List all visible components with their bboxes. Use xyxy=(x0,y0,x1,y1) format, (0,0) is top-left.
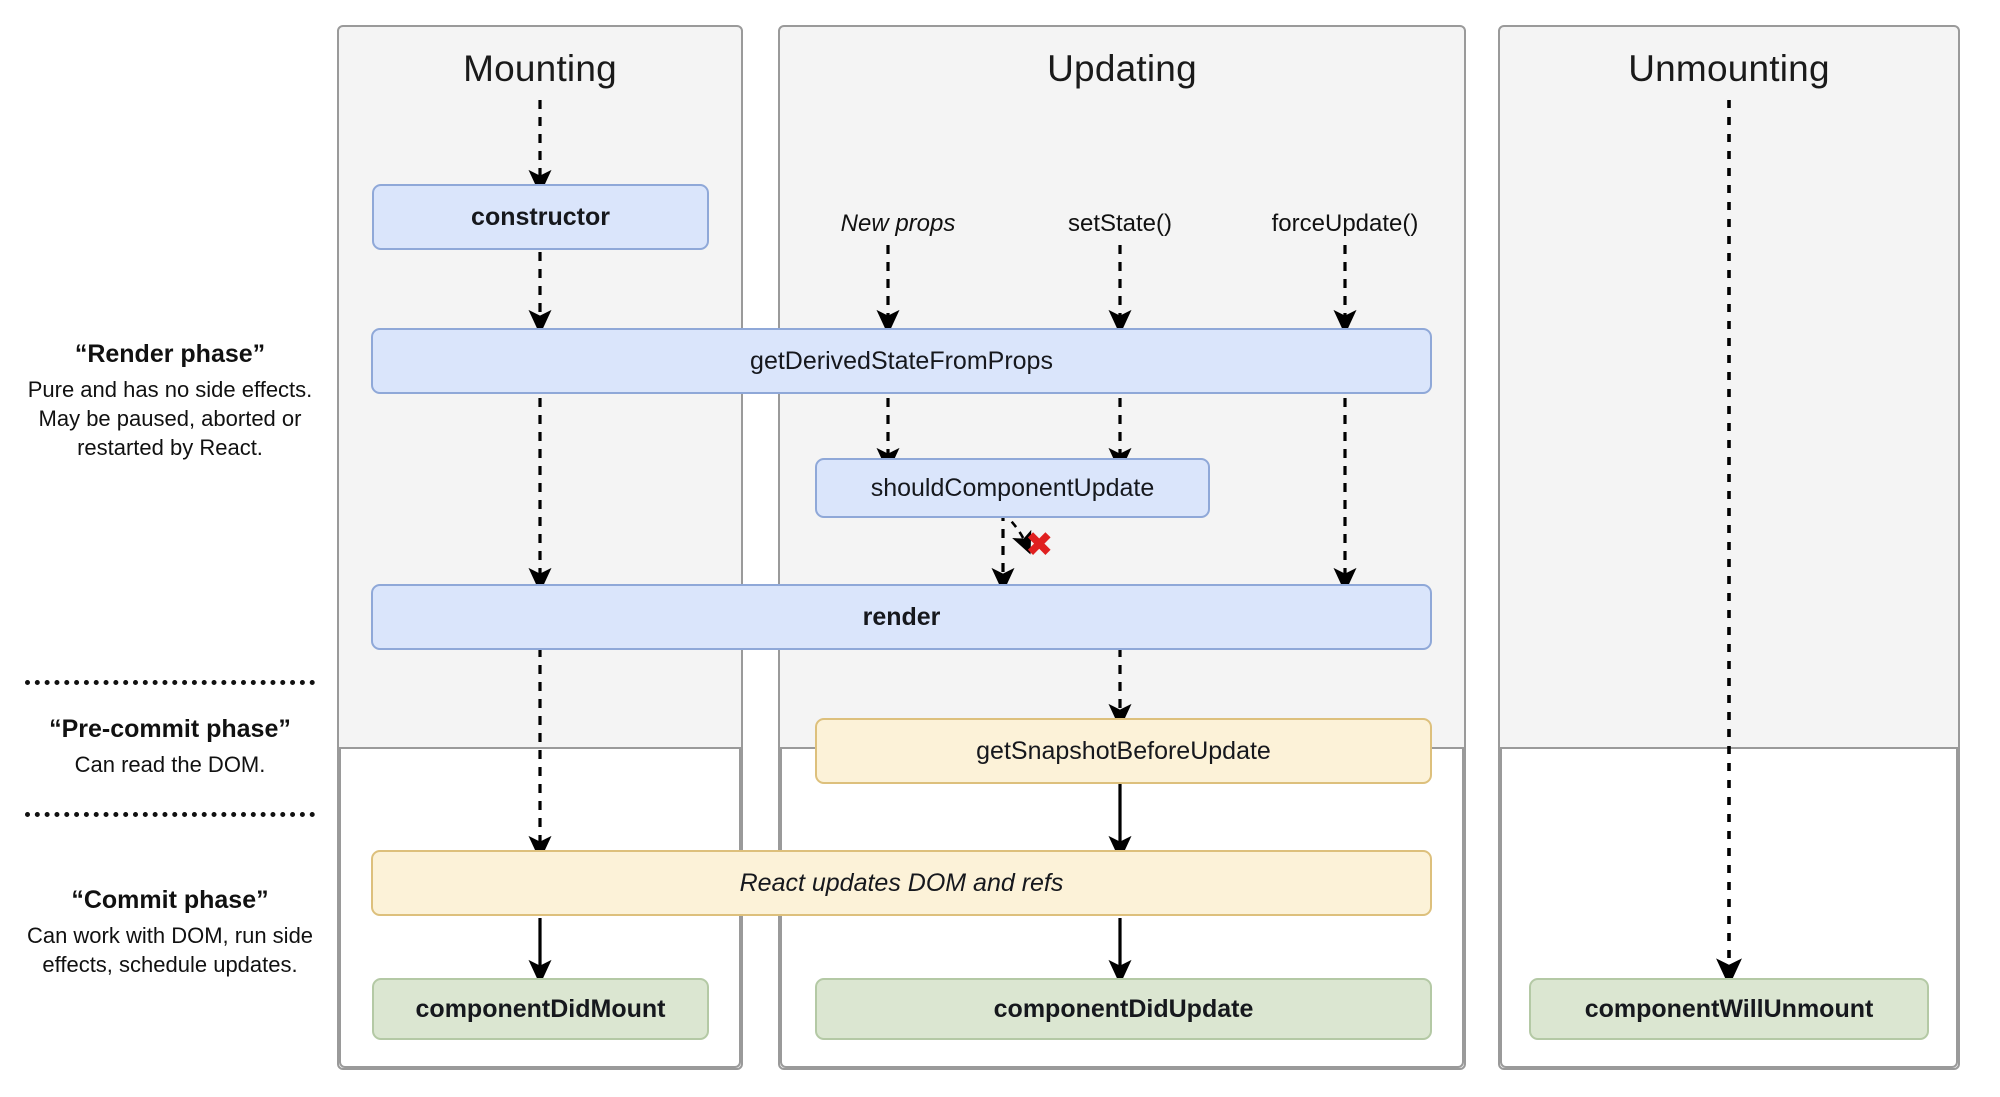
node-render[interactable]: render xyxy=(371,584,1432,650)
node-component-will-unmount[interactable]: componentWillUnmount xyxy=(1529,978,1929,1040)
phase-legend-commit: “Commit phase” Can work with DOM, run si… xyxy=(20,886,320,979)
column-title-unmounting: Unmounting xyxy=(1628,48,1830,89)
phase-legend-render-title: “Render phase” xyxy=(74,340,266,368)
node-get-derived-state-from-props[interactable]: getDerivedStateFromProps xyxy=(371,328,1432,394)
trigger-label-set-state: setState() xyxy=(1067,210,1173,237)
phase-divider-mounting xyxy=(337,747,743,749)
phase-legend-render: “Render phase” Pure and has no side effe… xyxy=(20,340,320,462)
node-component-did-update[interactable]: componentDidUpdate xyxy=(815,978,1432,1040)
trigger-label-force-update: forceUpdate() xyxy=(1271,210,1419,237)
phase-legend-render-body: Pure and has no side effects. May be pau… xyxy=(27,377,313,461)
phase-legend-precommit: “Pre-commit phase” Can read the DOM. xyxy=(20,715,320,779)
phase-divider-unmounting xyxy=(1498,747,1960,749)
phase-legend-precommit-title: “Pre-commit phase” xyxy=(49,715,291,743)
phase-rule-top xyxy=(25,680,315,685)
phase-legend-precommit-body: Can read the DOM. xyxy=(74,752,266,777)
trigger-label-new-props: New props xyxy=(840,210,956,237)
node-constructor[interactable]: constructor xyxy=(372,184,709,250)
column-title-mounting: Mounting xyxy=(463,48,617,89)
abort-x-icon: ✖ xyxy=(1025,526,1054,564)
node-should-component-update[interactable]: shouldComponentUpdate xyxy=(815,458,1210,518)
phase-legend-commit-body: Can work with DOM, run side effects, sch… xyxy=(26,923,314,978)
node-get-snapshot-before-update[interactable]: getSnapshotBeforeUpdate xyxy=(815,718,1432,784)
node-react-updates-dom-and-refs[interactable]: React updates DOM and refs xyxy=(371,850,1432,916)
phase-legend-commit-title: “Commit phase” xyxy=(71,886,269,914)
column-title-updating: Updating xyxy=(1047,48,1197,89)
phase-rule-bottom xyxy=(25,812,315,817)
node-component-did-mount[interactable]: componentDidMount xyxy=(372,978,709,1040)
